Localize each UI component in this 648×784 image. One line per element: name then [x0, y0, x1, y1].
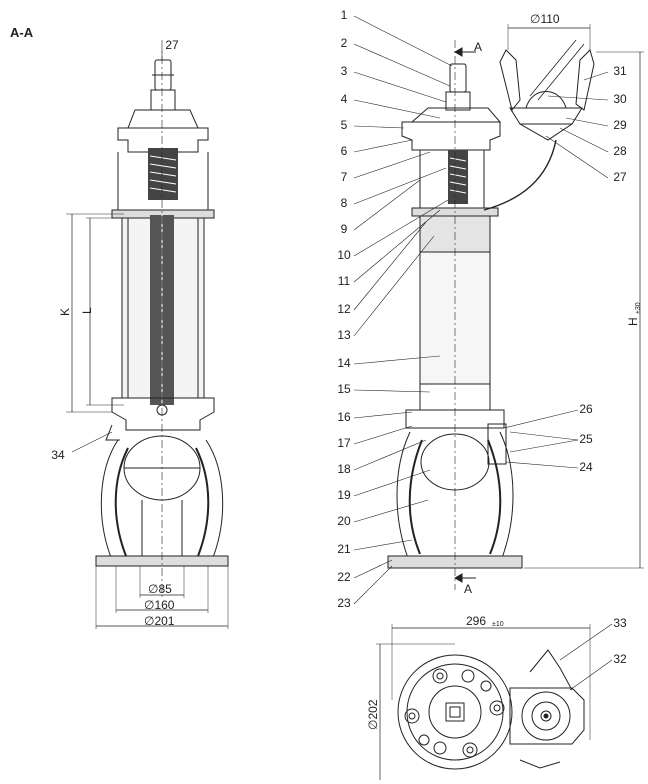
callout-32: 32: [613, 652, 627, 666]
callout-33: 33: [613, 616, 627, 630]
dimension-l: L: [80, 307, 94, 314]
dimension-d202: ∅202: [366, 699, 380, 730]
dimension-top-diameter: ∅110: [530, 12, 560, 26]
callout-30: 30: [613, 92, 627, 106]
section-mark-bottom: A: [464, 582, 473, 596]
callout-20: 20: [337, 514, 351, 528]
callout-11: 11: [337, 274, 351, 288]
callout-22: 22: [337, 570, 351, 584]
callout-4: 4: [340, 92, 348, 106]
section-title: A-A: [10, 25, 34, 40]
callout-19: 19: [337, 488, 351, 502]
front-view: [353, 15, 644, 605]
dimension-height-tol: ±30: [635, 302, 642, 314]
callout-12: 12: [337, 302, 351, 316]
callout-15: 15: [337, 382, 351, 396]
callout-28: 28: [613, 144, 627, 158]
dimension-d85: ∅85: [148, 582, 172, 596]
dimension-296-tol: ±10: [492, 621, 504, 628]
callout-9: 9: [340, 222, 348, 236]
callout-2: 2: [340, 36, 348, 50]
callout-7: 7: [340, 170, 348, 184]
callout-8: 8: [340, 196, 348, 210]
callout-3: 3: [340, 64, 348, 78]
callout-24: 24: [579, 460, 593, 474]
callout-6: 6: [340, 144, 348, 158]
callout-17: 17: [337, 436, 351, 450]
callout-23: 23: [337, 596, 351, 610]
callout-27: 27: [613, 170, 627, 184]
callout-34: 34: [51, 448, 65, 462]
section-mark-top: A: [474, 40, 483, 54]
callout-21: 21: [337, 542, 351, 556]
dimension-height: H: [626, 317, 640, 326]
callout-14: 14: [337, 356, 351, 370]
dimension-296: 296: [466, 614, 487, 628]
callout-13: 13: [337, 328, 351, 342]
callout-5: 5: [340, 118, 348, 132]
callout-29: 29: [613, 118, 627, 132]
callout-10: 10: [337, 248, 351, 262]
callout-25: 25: [579, 432, 593, 446]
callout-27-section: 27: [165, 38, 179, 52]
plan-view: [376, 623, 613, 780]
callout-1: 1: [340, 8, 348, 22]
callout-16: 16: [337, 410, 351, 424]
dimension-k: K: [58, 307, 72, 316]
callout-26: 26: [579, 402, 593, 416]
dimension-d201: ∅201: [144, 614, 175, 628]
dimension-d160: ∅160: [144, 598, 175, 612]
callout-18: 18: [337, 462, 351, 476]
section-view-a-a: [66, 40, 229, 629]
callout-31: 31: [613, 64, 627, 78]
